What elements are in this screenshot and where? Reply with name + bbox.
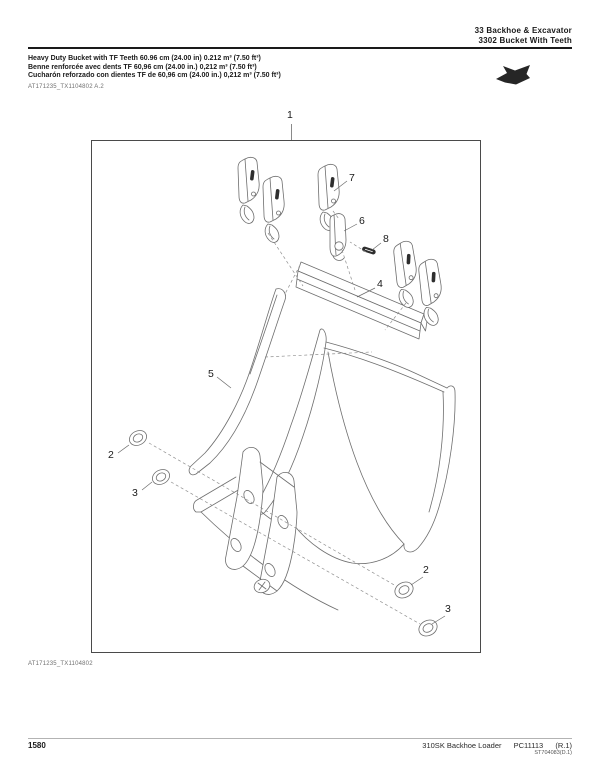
footer-page-number: 1580 [28,741,46,750]
callout-1-leader [291,124,292,140]
callout-5: 5 [208,368,214,380]
bushing-3-left [152,469,170,485]
header-subsection: 3302 Bucket With Teeth [478,36,572,45]
bushing-3-right [418,619,438,637]
figure-image-label: AT171235_TX1104802 [28,661,93,667]
figure-box: 7 6 8 4 5 2 3 2 3 [91,140,481,653]
callout-3-left: 3 [132,487,138,499]
callout-8: 8 [383,233,389,245]
callout-2-right: 2 [423,564,429,576]
alignment-lines [148,210,421,625]
footer-doc-code: ST704083(D.1) [534,750,572,756]
parts-diagram: 7 6 8 4 5 2 3 2 3 [108,156,456,637]
part-description: Heavy Duty Bucket with TF Teeth 60.96 cm… [28,55,281,81]
cutting-edge [295,261,428,340]
bucket-top-edge [325,341,448,389]
bucket-bottom-edge [292,523,405,565]
side-cutter-left [188,288,286,476]
bucket-body [188,288,456,611]
callout-3-right: 3 [445,603,451,615]
header-rule [28,47,572,49]
mounting-bracket [225,446,298,595]
bucket-front-blade [255,328,327,515]
footer-model: 310SK Backhoe Loader [422,741,502,750]
figure-reference: AT171235_TX1104802 A.2 [28,84,104,90]
bucket-right-plate [403,385,456,553]
description-spanish: Cucharón reforzado con dientes TF de 60,… [28,72,281,80]
footer-revision: (R.1) [555,741,572,750]
callout-4: 4 [377,278,383,290]
callout-6: 6 [359,215,365,227]
description-french: Benne renforcée avec dents TF 60,96 cm (… [28,63,257,71]
roll-pin [362,246,376,255]
page-header: 33 Backhoe & Excavator 3302 Bucket With … [475,26,572,46]
page-turn-arrow-icon[interactable] [495,63,532,89]
callout-1: 1 [287,109,293,121]
bushing-2-right [394,581,414,599]
callout-leaders [117,180,446,625]
page-turn-arrow-shape [496,65,530,85]
description-english: Heavy Duty Bucket with TF Teeth 60.96 cm… [28,55,261,62]
footer-publication: 310SK Backhoe Loader PC11113 (R.1) [422,741,572,750]
footer-rule [28,738,572,739]
callout-7: 7 [349,172,355,184]
callout-2-left: 2 [108,449,114,461]
header-section: 33 Backhoe & Excavator [474,26,572,35]
bushing-2-left [129,430,147,446]
tooth-adapter [329,213,347,261]
footer-catalog: PC11113 [513,741,544,750]
